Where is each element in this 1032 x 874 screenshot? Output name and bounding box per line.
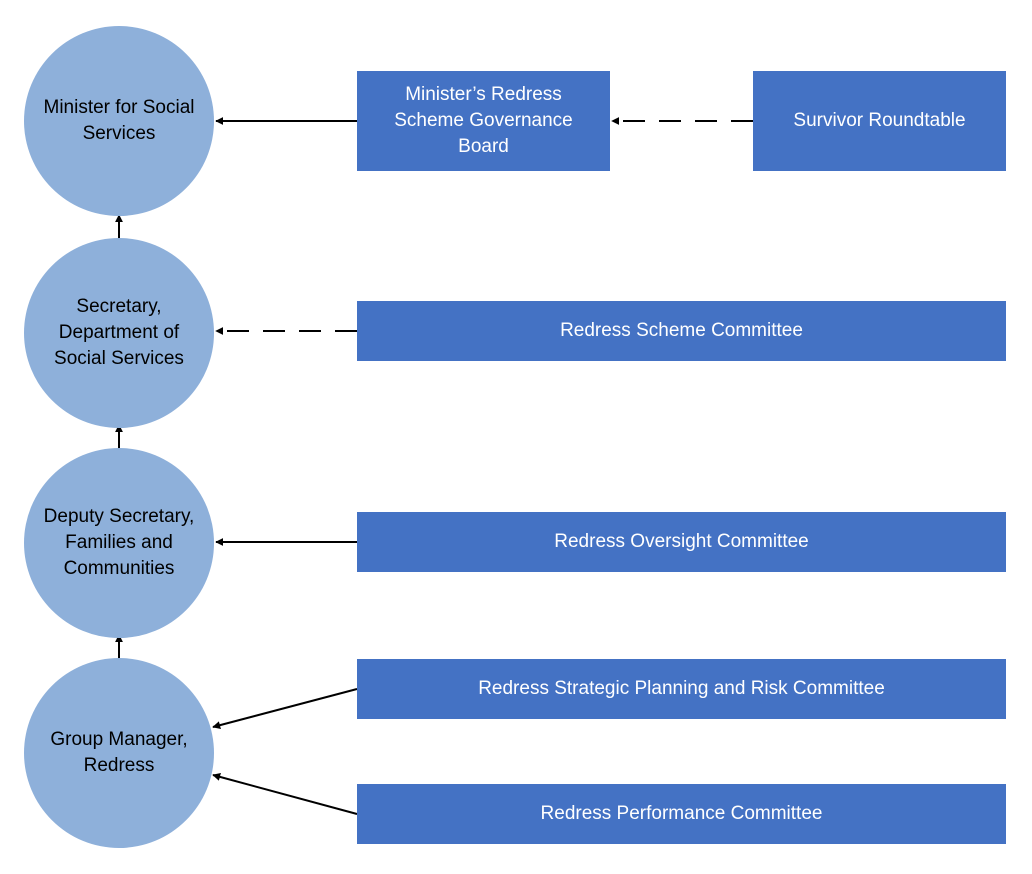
deputy-secretary-node: Deputy Secretary, Families and Communiti… [24,448,214,638]
survivor-roundtable-label: Survivor Roundtable [793,110,966,131]
performance-committee-box: Redress Performance Committee [357,784,1006,844]
planning-risk-committee-label: Redress Strategic Planning and Risk Comm… [478,678,885,699]
minister-node: Minister for Social Services [24,26,214,216]
minister-label: Minister for Social Services [43,97,195,144]
oversight-committee-label: Redress Oversight Committee [554,531,809,552]
governance-board-box: Minister’s Redress Scheme Governance Boa… [357,71,610,171]
secretary-node: Secretary, Department of Social Services [24,238,214,428]
scheme-committee-label: Redress Scheme Committee [560,320,803,341]
group-manager-node: Group Manager, Redress [24,658,214,848]
planning-risk-committee-box: Redress Strategic Planning and Risk Comm… [357,659,1006,719]
performance-committee-label: Redress Performance Committee [540,803,823,824]
deputy-secretary-label: Deputy Secretary, Families and Communiti… [43,506,195,579]
governance-board-label: Minister’s Redress Scheme Governance Boa… [394,84,573,157]
secretary-label: Secretary, Department of Social Services [54,296,184,369]
arrow-performance-to-groupmanager [212,773,358,815]
survivor-roundtable-box: Survivor Roundtable [753,71,1006,171]
oversight-committee-box: Redress Oversight Committee [357,512,1006,572]
scheme-committee-box: Redress Scheme Committee [357,301,1006,361]
arrow-planning-to-groupmanager [212,688,358,730]
group-manager-label: Group Manager, Redress [50,729,188,776]
